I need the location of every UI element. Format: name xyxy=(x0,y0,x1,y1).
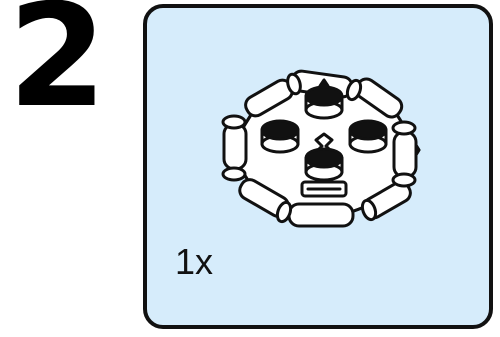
step-number: 2 xyxy=(8,0,107,139)
round-plate-with-bars-icon xyxy=(221,69,421,228)
parts-callout: 1x xyxy=(143,4,493,329)
part-quantity: 1x xyxy=(175,241,214,282)
